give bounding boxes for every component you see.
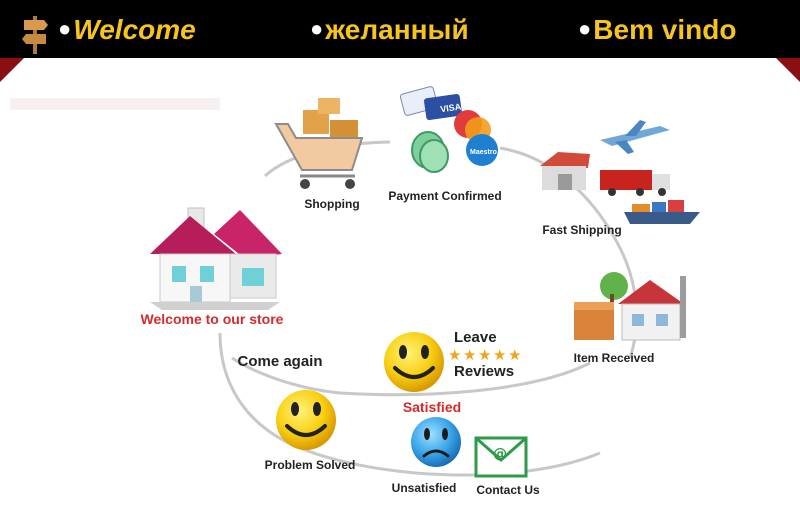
at-sign-icon: @ bbox=[493, 446, 507, 462]
step-shipping: Fast Shipping bbox=[542, 223, 621, 237]
bullet-icon: ● bbox=[578, 16, 592, 41]
step-come-again: Come again bbox=[237, 353, 322, 370]
satisfied-smiley-icon bbox=[384, 332, 444, 392]
step-received: Item Received bbox=[574, 351, 655, 365]
warehouse-icon bbox=[540, 152, 590, 190]
star-icon: ★ bbox=[448, 346, 461, 364]
bullet-icon: ● bbox=[58, 16, 72, 41]
star-icon: ★ bbox=[493, 346, 506, 364]
store-house-icon bbox=[150, 207, 282, 310]
problem-solved-smiley-icon bbox=[276, 390, 336, 450]
step-shopping: Shopping bbox=[304, 197, 359, 211]
bullet-icon: ● bbox=[310, 16, 324, 41]
step-welcome-store: Welcome to our store bbox=[141, 311, 284, 327]
star-icon: ★ bbox=[463, 346, 476, 364]
step-problem-solved: Problem Solved bbox=[265, 458, 356, 472]
welcome-portuguese: ●Bem vindo bbox=[578, 12, 736, 47]
step-leave: Leave bbox=[454, 329, 497, 346]
step-satisfied: Satisfied bbox=[403, 399, 461, 415]
ribbon-right bbox=[776, 58, 800, 82]
star-icon: ★ bbox=[508, 346, 521, 364]
welcome-english-text: Welcome bbox=[73, 14, 196, 45]
cargo-ship-icon bbox=[624, 200, 700, 224]
faint-shadow bbox=[10, 98, 220, 110]
signpost-icon bbox=[22, 16, 48, 54]
ribbon-left bbox=[0, 58, 24, 82]
welcome-portuguese-text: Bem vindo bbox=[593, 14, 737, 45]
welcome-russian-text: желанный bbox=[325, 14, 469, 45]
header-banner: ●Welcome ●желанный ●Bem vindo bbox=[0, 0, 800, 58]
step-payment: Payment Confirmed bbox=[388, 189, 501, 203]
path-reviews-return bbox=[231, 356, 591, 397]
email-envelope-icon: @ bbox=[474, 436, 528, 478]
maestro-card-text: Maestro bbox=[470, 149, 497, 156]
item-received-icon bbox=[574, 272, 686, 341]
welcome-english: ●Welcome bbox=[58, 12, 196, 47]
step-unsatisfied: Unsatisfied bbox=[392, 481, 457, 495]
shopping-cart-icon bbox=[274, 98, 364, 189]
truck-icon bbox=[600, 170, 670, 196]
unsatisfied-sad-face-icon bbox=[411, 417, 461, 467]
visa-card-text: VISA bbox=[440, 101, 463, 114]
step-contact: Contact Us bbox=[476, 483, 540, 497]
order-cycle-diagram: Shopping VISA Maestro Payment Confirmed bbox=[10, 86, 700, 497]
payment-cards-icon: VISA Maestro bbox=[399, 86, 498, 173]
airplane-icon bbox=[600, 120, 670, 154]
welcome-russian: ●желанный bbox=[310, 12, 469, 47]
star-icon: ★ bbox=[478, 346, 491, 364]
five-stars-icon: ★ ★ ★ ★ ★ bbox=[448, 346, 521, 364]
step-reviews: Reviews bbox=[454, 363, 514, 380]
